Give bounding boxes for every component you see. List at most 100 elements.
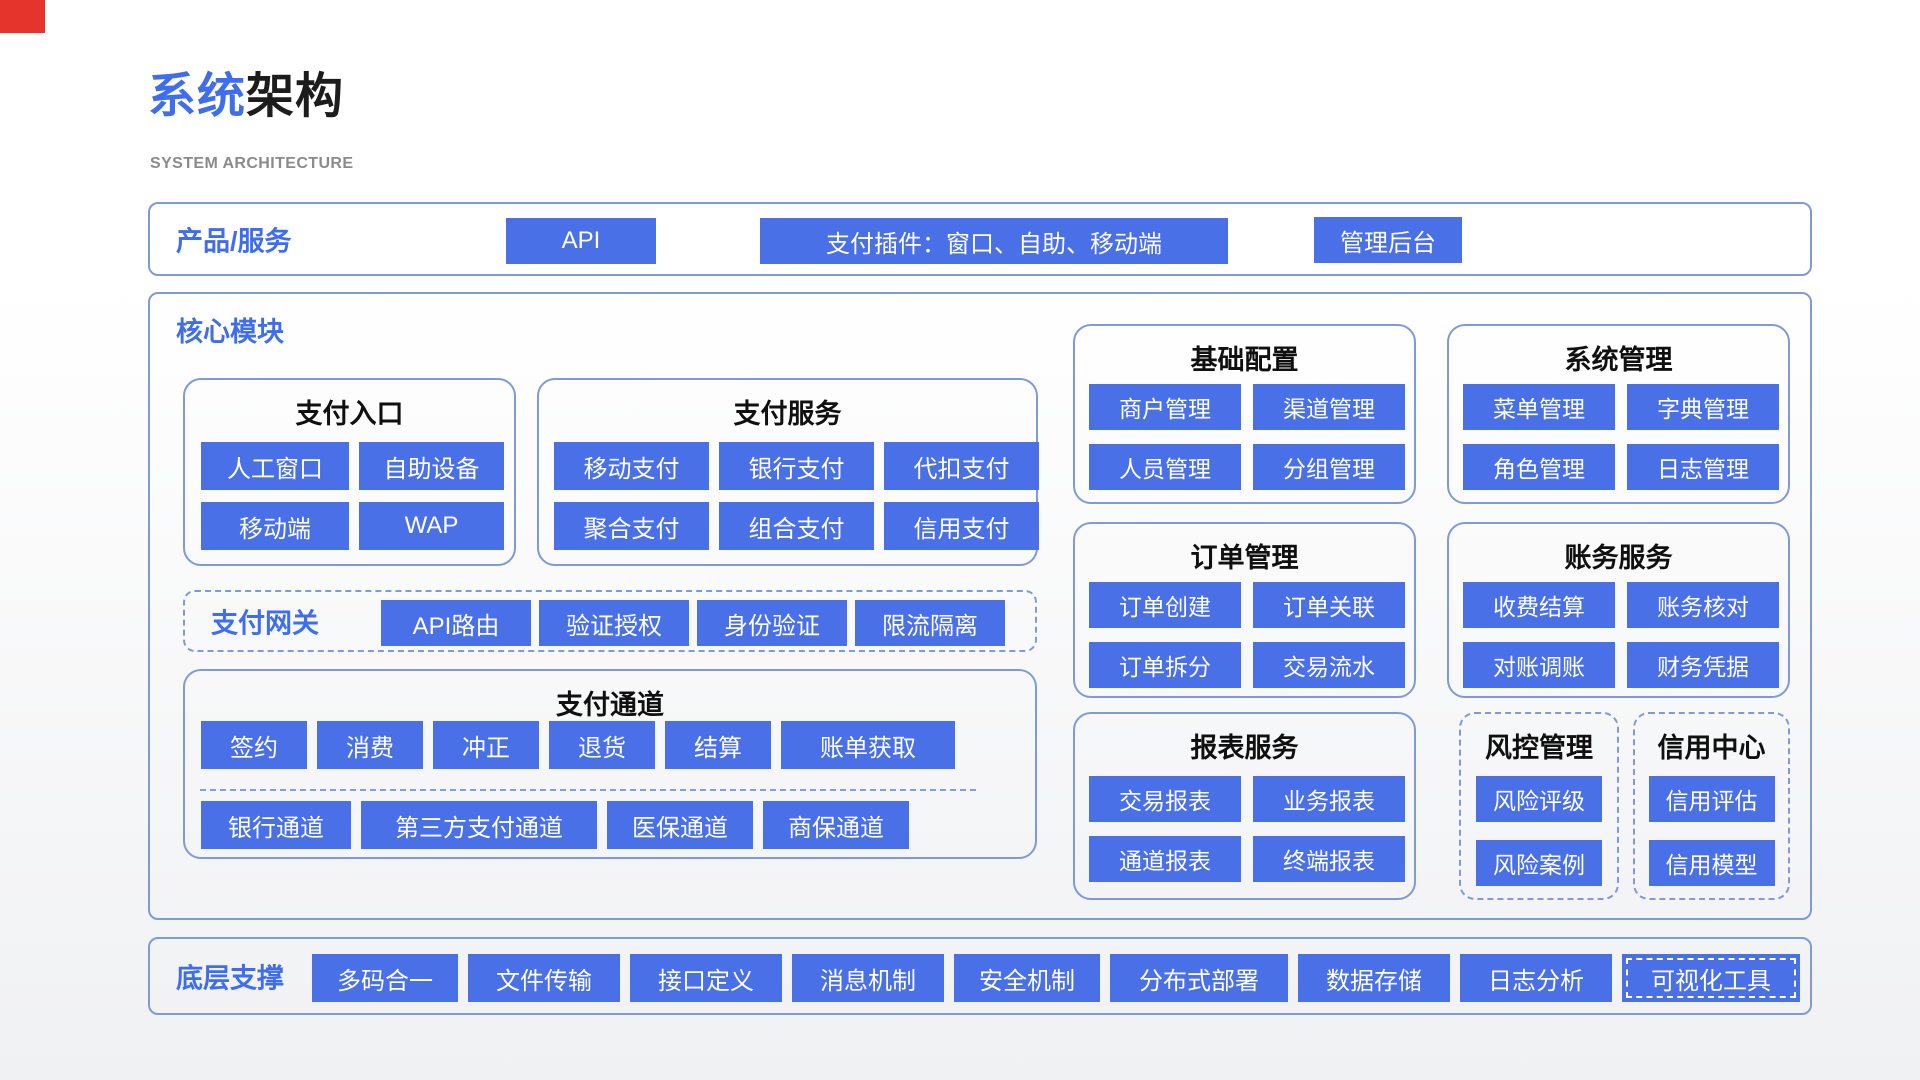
risk-stack: 风险评级 风险案例 <box>1461 776 1617 886</box>
product-services-bar: 产品/服务 API 支付插件：窗口、自助、移动端 管理后台 <box>148 202 1812 276</box>
node-reversal: 冲正 <box>433 721 539 769</box>
node-group-mgmt: 分组管理 <box>1253 444 1405 490</box>
panel-payment-channel: 支付通道 签约 消费 冲正 退货 结算 账单获取 银行通道 第三方支付通道 医保… <box>183 669 1037 859</box>
node-channel-report: 通道报表 <box>1089 836 1241 882</box>
node-third-party-channel: 第三方支付通道 <box>361 801 597 849</box>
panel-payment-channel-title: 支付通道 <box>556 690 664 720</box>
node-self-service-device: 自助设备 <box>359 442 504 490</box>
base-support-row: 多码合一 文件传输 接口定义 消息机制 安全机制 分布式部署 数据存储 日志分析… <box>312 954 1800 1002</box>
panel-risk-title: 风控管理 <box>1485 733 1593 763</box>
node-wap: WAP <box>359 502 504 550</box>
panel-report: 报表服务 交易报表 业务报表 通道报表 终端报表 <box>1073 712 1416 900</box>
node-personnel-mgmt: 人员管理 <box>1089 444 1241 490</box>
node-account-check: 账务核对 <box>1627 582 1779 628</box>
base-support-bar: 底层支撑 多码合一 文件传输 接口定义 消息机制 安全机制 分布式部署 数据存储… <box>148 937 1812 1015</box>
node-transaction-report: 交易报表 <box>1089 776 1241 822</box>
node-bank-channel: 银行通道 <box>201 801 351 849</box>
order-mgmt-grid: 订单创建 订单关联 订单拆分 交易流水 <box>1089 582 1405 688</box>
node-log-analysis: 日志分析 <box>1460 954 1612 1002</box>
report-grid: 交易报表 业务报表 通道报表 终端报表 <box>1089 776 1405 882</box>
node-data-storage: 数据存储 <box>1298 954 1450 1002</box>
panel-system-mgmt-title: 系统管理 <box>1564 345 1673 375</box>
node-reconciliation: 对账调账 <box>1463 642 1615 688</box>
node-refund: 退货 <box>549 721 655 769</box>
page-title-accent: 系统 <box>148 70 247 123</box>
product-services-label: 产品/服务 <box>176 226 292 257</box>
node-payment-plugins: 支付插件：窗口、自助、移动端 <box>760 218 1228 264</box>
node-visualization-tools: 可视化工具 <box>1622 954 1800 1002</box>
panel-accounting-title: 账务服务 <box>1564 543 1673 573</box>
node-aggregate-pay: 聚合支付 <box>554 502 709 550</box>
panel-payment-entry: 支付入口 人工窗口 自助设备 移动端 WAP <box>183 378 516 566</box>
red-corner-mark <box>0 0 45 33</box>
node-terminal-report: 终端报表 <box>1253 836 1405 882</box>
page-subtitle: SYSTEM ARCHITECTURE <box>150 155 354 172</box>
node-file-transfer: 文件传输 <box>468 954 620 1002</box>
node-dict-mgmt: 字典管理 <box>1627 384 1779 430</box>
node-medical-insurance-channel: 医保通道 <box>607 801 753 849</box>
node-business-report: 业务报表 <box>1253 776 1405 822</box>
node-rate-limit-isolation: 限流隔离 <box>855 600 1005 646</box>
credit-stack: 信用评估 信用模型 <box>1635 776 1788 886</box>
node-api: API <box>506 218 656 264</box>
panel-accounting: 账务服务 收费结算 账务核对 对账调账 财务凭据 <box>1447 522 1790 698</box>
panel-risk: 风控管理 风险评级 风险案例 <box>1459 712 1619 900</box>
node-settlement: 结算 <box>665 721 771 769</box>
node-channel-mgmt: 渠道管理 <box>1253 384 1405 430</box>
node-commercial-insurance-channel: 商保通道 <box>763 801 909 849</box>
panel-order-mgmt-title: 订单管理 <box>1190 543 1299 573</box>
node-credit-pay: 信用支付 <box>884 502 1039 550</box>
payment-channel-divider <box>200 789 976 791</box>
node-fee-settlement: 收费结算 <box>1463 582 1615 628</box>
payment-gateway-row: API路由 验证授权 身份验证 限流隔离 <box>381 600 1005 646</box>
node-combined-pay: 组合支付 <box>719 502 874 550</box>
node-consume: 消费 <box>317 721 423 769</box>
accounting-grid: 收费结算 账务核对 对账调账 财务凭据 <box>1463 582 1779 688</box>
panel-system-mgmt: 系统管理 菜单管理 字典管理 角色管理 日志管理 <box>1447 324 1790 504</box>
node-transaction-flow: 交易流水 <box>1253 642 1405 688</box>
node-finance-voucher: 财务凭据 <box>1627 642 1779 688</box>
node-manual-window: 人工窗口 <box>201 442 349 490</box>
node-api-routing: API路由 <box>381 600 531 646</box>
page-title: 系统架构 <box>148 56 344 126</box>
basic-config-grid: 商户管理 渠道管理 人员管理 分组管理 <box>1089 384 1405 490</box>
panel-payment-gateway: 支付网关 API路由 验证授权 身份验证 限流隔离 <box>183 590 1037 652</box>
node-order-create: 订单创建 <box>1089 582 1241 628</box>
node-security-mechanism: 安全机制 <box>954 954 1100 1002</box>
node-log-mgmt: 日志管理 <box>1627 444 1779 490</box>
base-support-label: 底层支撑 <box>176 963 284 994</box>
panel-payment-entry-title: 支付入口 <box>295 399 404 429</box>
node-interface-definition: 接口定义 <box>630 954 782 1002</box>
page-title-rest: 架构 <box>246 70 345 123</box>
panel-payment-service: 支付服务 移动支付 银行支付 代扣支付 聚合支付 组合支付 信用支付 <box>537 378 1039 566</box>
payment-entry-grid: 人工窗口 自助设备 移动端 WAP <box>201 442 504 550</box>
panel-order-mgmt: 订单管理 订单创建 订单关联 订单拆分 交易流水 <box>1073 522 1416 698</box>
payment-channel-lanes-row: 银行通道 第三方支付通道 医保通道 商保通道 <box>201 801 909 849</box>
panel-payment-service-title: 支付服务 <box>733 399 842 429</box>
node-message-mechanism: 消息机制 <box>792 954 944 1002</box>
node-risk-case: 风险案例 <box>1476 840 1602 886</box>
node-mobile-pay: 移动支付 <box>554 442 709 490</box>
node-order-split: 订单拆分 <box>1089 642 1241 688</box>
node-admin-console: 管理后台 <box>1314 217 1462 263</box>
system-mgmt-grid: 菜单管理 字典管理 角色管理 日志管理 <box>1463 384 1779 490</box>
node-auth-authorization: 验证授权 <box>539 600 689 646</box>
payment-channel-ops-row: 签约 消费 冲正 退货 结算 账单获取 <box>201 721 955 769</box>
node-identity-verification: 身份验证 <box>697 600 847 646</box>
panel-credit-title: 信用中心 <box>1657 733 1766 763</box>
node-withhold-pay: 代扣支付 <box>884 442 1039 490</box>
panel-basic-config: 基础配置 商户管理 渠道管理 人员管理 分组管理 <box>1073 324 1416 504</box>
node-credit-assessment: 信用评估 <box>1648 776 1775 822</box>
node-distributed-deployment: 分布式部署 <box>1110 954 1288 1002</box>
payment-gateway-label: 支付网关 <box>211 608 319 639</box>
node-role-mgmt: 角色管理 <box>1463 444 1615 490</box>
node-credit-model: 信用模型 <box>1648 840 1775 886</box>
core-modules-label: 核心模块 <box>176 317 284 347</box>
node-multi-code: 多码合一 <box>312 954 458 1002</box>
node-bank-pay: 银行支付 <box>719 442 874 490</box>
node-mobile-terminal: 移动端 <box>201 502 349 550</box>
panel-basic-config-title: 基础配置 <box>1190 345 1299 375</box>
panel-credit: 信用中心 信用评估 信用模型 <box>1633 712 1790 900</box>
node-sign-contract: 签约 <box>201 721 307 769</box>
node-menu-mgmt: 菜单管理 <box>1463 384 1615 430</box>
